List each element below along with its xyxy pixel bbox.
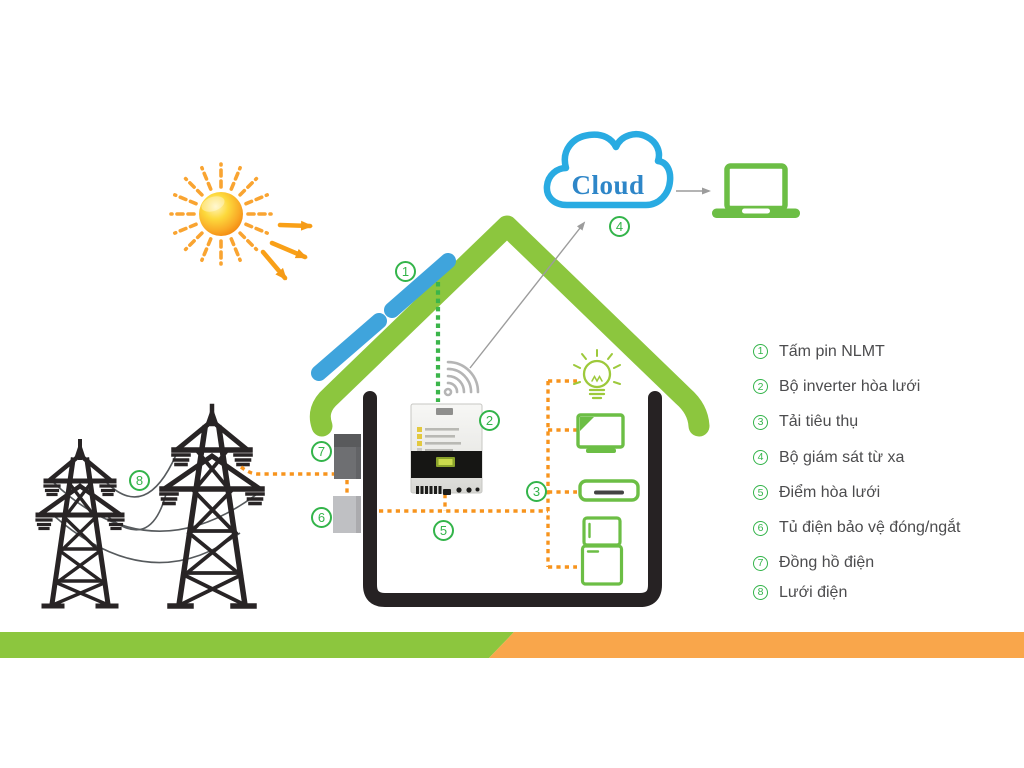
fridge-icon	[580, 516, 624, 586]
legend-label: Đồng hồ điện	[779, 554, 875, 572]
legend-num-icon: 4	[753, 450, 768, 466]
cloud-icon	[543, 131, 674, 209]
legend-label: Bộ inverter hòa lưới	[779, 377, 921, 395]
solar-panel	[311, 253, 456, 381]
transmission-tower-left	[35, 439, 125, 609]
marker-monitoring: 4	[609, 216, 630, 237]
legend-item: 6 Tủ điện bảo vệ đóng/ngắt	[753, 510, 1021, 545]
legend-label: Điểm hòa lưới	[779, 483, 881, 501]
legend: 1 Tấm pin NLMT 2 Bộ inverter hòa lưới 3 …	[753, 334, 1021, 610]
inverter-connectors	[416, 486, 480, 495]
legend-item: 7 Đồng hồ điện	[753, 546, 1021, 581]
air-conditioner-icon	[578, 479, 640, 502]
ground-stripe	[0, 632, 1024, 658]
grid-to-meter-dotted-line	[239, 465, 349, 496]
legend-label: Bộ giám sát từ xa	[779, 448, 905, 466]
legend-label: Lưới điện	[779, 583, 848, 601]
legend-item: 8 Lưới điện	[753, 575, 1021, 610]
legend-num-icon: 3	[753, 414, 768, 430]
marker-grid-tie-point: 5	[433, 520, 454, 541]
sun-icon	[169, 162, 313, 281]
house-walls	[363, 391, 662, 607]
inverter-labels	[417, 427, 461, 453]
house-wiring-dotted-lines	[379, 379, 577, 569]
legend-label: Tải tiêu thụ	[779, 413, 859, 431]
marker-breaker-box: 6	[311, 507, 332, 528]
transmission-tower-right	[159, 403, 265, 609]
legend-num-icon: 8	[753, 585, 768, 601]
electric-meter-box	[334, 434, 361, 479]
sun-ray-arrows	[260, 220, 313, 281]
legend-item: 3 Tải tiêu thụ	[753, 405, 1021, 440]
legend-item: 1 Tấm pin NLMT	[753, 334, 1021, 369]
house-roof	[309, 215, 710, 437]
legend-item: 2 Bộ inverter hòa lưới	[753, 369, 1021, 404]
laptop-icon	[712, 163, 800, 218]
legend-label: Tấm pin NLMT	[779, 342, 885, 360]
legend-num-icon: 7	[753, 555, 768, 571]
marker-solar-panel: 1	[395, 261, 416, 282]
inverter	[410, 403, 483, 495]
wifi-signal-icon	[443, 360, 480, 397]
legend-num-icon: 6	[753, 520, 768, 536]
legend-num-icon: 1	[753, 344, 768, 360]
legend-item: 4 Bộ giám sát từ xa	[753, 440, 1021, 475]
breaker-box	[333, 496, 361, 533]
legend-label: Tủ điện bảo vệ đóng/ngắt	[779, 519, 961, 537]
legend-num-icon: 2	[753, 379, 768, 395]
cloud-label: Cloud	[571, 170, 645, 200]
light-bulb-icon	[573, 349, 621, 400]
marker-electric-meter: 7	[311, 441, 332, 462]
legend-item: 5 Điểm hòa lưới	[753, 475, 1021, 510]
marker-inverter: 2	[479, 410, 500, 431]
monitoring-links	[469, 187, 711, 369]
legend-num-icon: 5	[753, 485, 768, 501]
marker-loads: 3	[526, 481, 547, 502]
marker-grid: 8	[129, 470, 150, 491]
tv-icon	[576, 413, 625, 453]
